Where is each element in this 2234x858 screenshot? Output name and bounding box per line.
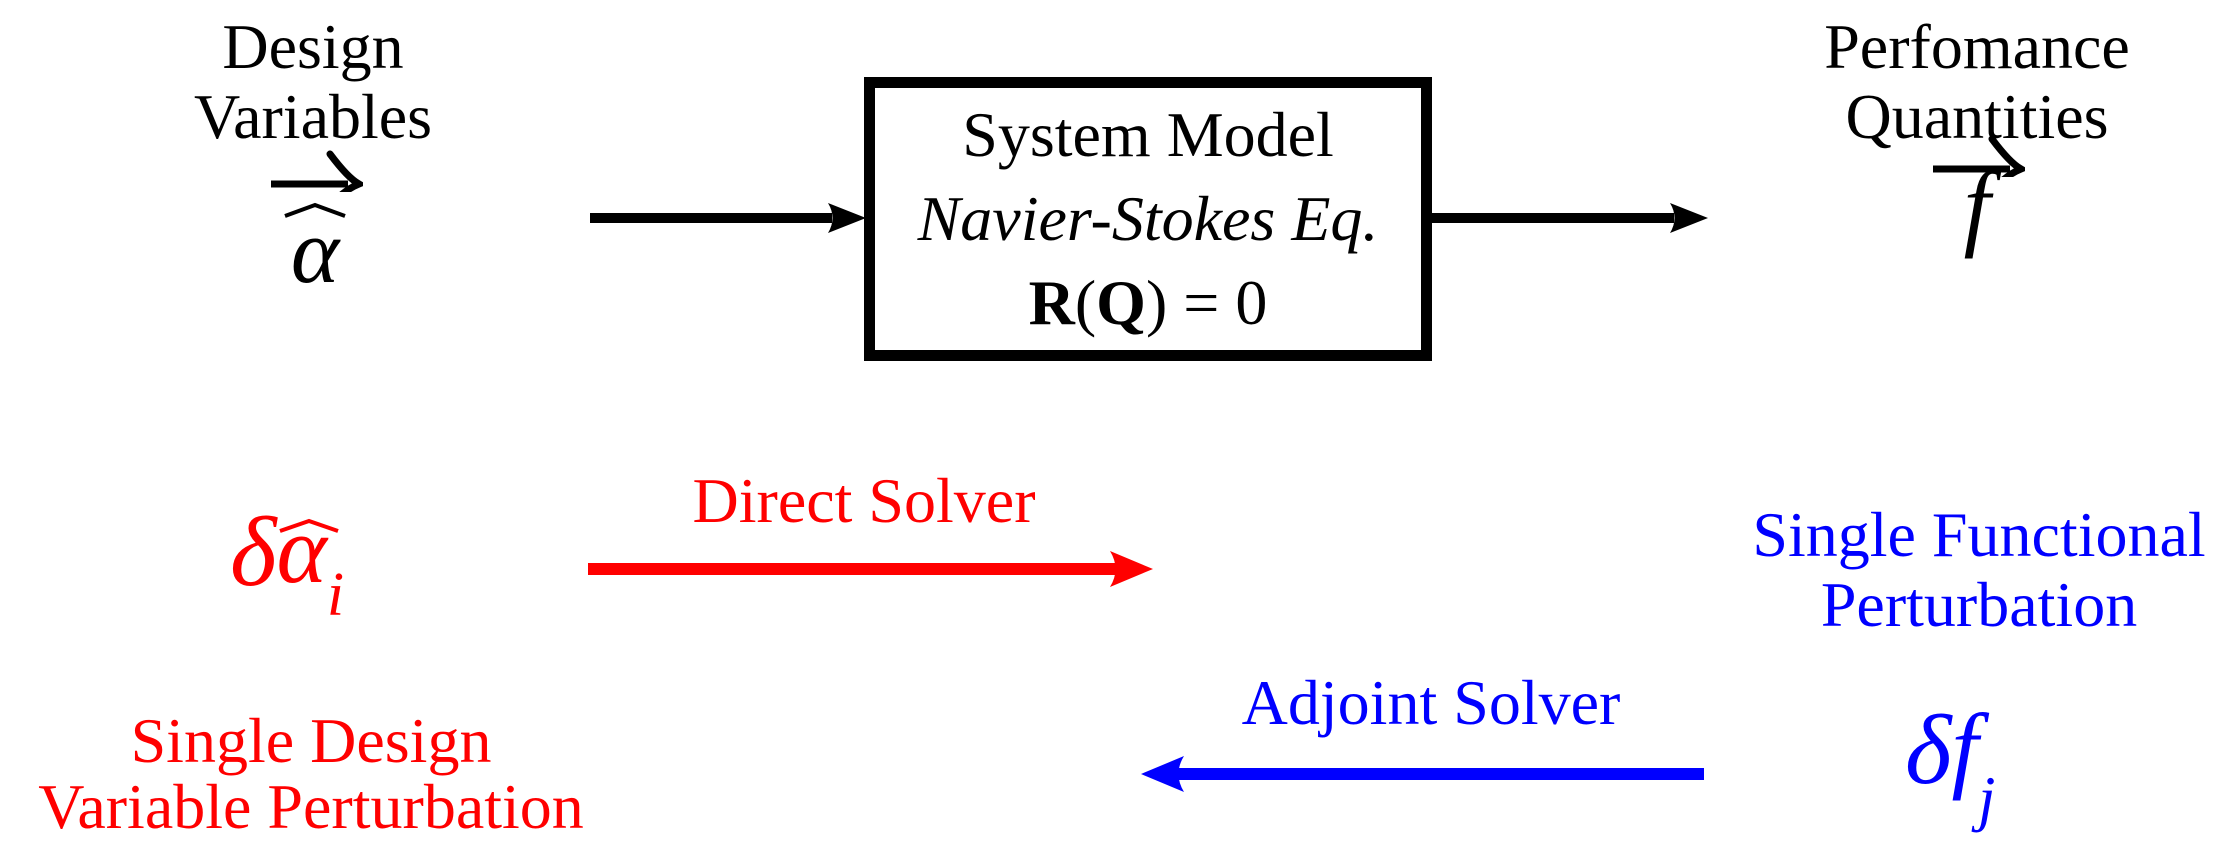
single-design-line1: Single Design <box>130 705 492 776</box>
performance-quantities-line2: Quantities <box>1845 81 2109 152</box>
f-vector-symbol: f <box>1912 133 2042 259</box>
hat-icon <box>279 518 340 533</box>
performance-quantities-label: Perfomance Quantities <box>1727 12 2227 152</box>
hat-icon <box>284 202 346 218</box>
system-model-box: System Model Navier-Stokes Eq. R(Q) = 0 <box>864 77 1432 361</box>
single-functional-caption: Single Functional Perturbation <box>1729 500 2229 640</box>
subscript-j: j <box>1978 765 1996 833</box>
equation-r: R <box>1028 267 1075 338</box>
alpha-letter: α <box>276 496 327 603</box>
performance-quantities-line1: Perfomance <box>1824 11 2130 82</box>
delta-glyph: δ <box>1905 694 1952 805</box>
adjoint-solver-label: Adjoint Solver <box>1241 667 1621 738</box>
system-model-title: System Model <box>962 99 1334 170</box>
design-variables-line1: Design <box>222 11 404 82</box>
design-variables-line2: Variables <box>193 81 433 152</box>
subscript-i: i <box>326 561 345 629</box>
single-design-line2: Variable Perturbation <box>38 771 584 842</box>
equation-tail: ) = 0 <box>1145 267 1268 338</box>
residual-equation: R(Q) = 0 <box>1029 261 1268 345</box>
equation-q: Q <box>1096 267 1146 338</box>
single-functional-line1: Single Functional <box>1752 499 2206 570</box>
f-letter: f <box>1963 152 1991 259</box>
adjoint-solver-arrow <box>1141 756 1704 792</box>
design-variables-label: Design Variables <box>63 12 563 152</box>
output-arrow <box>1432 203 1708 233</box>
alpha-hat-vector-symbol: α <box>250 148 380 302</box>
direct-solver-arrow <box>588 551 1153 587</box>
delta-f-symbol: δ f j <box>1905 694 1995 831</box>
alpha-hat-glyph: α <box>276 502 340 598</box>
single-functional-line2: Perturbation <box>1820 569 2138 640</box>
input-arrow <box>590 203 866 233</box>
direct-solver-label: Direct Solver <box>692 465 1036 536</box>
vector-arrow-icon <box>1932 135 2025 177</box>
alpha-letter: α <box>290 200 340 302</box>
navier-stokes-subtitle: Navier-Stokes Eq. <box>917 183 1379 254</box>
single-design-caption: Single Design Variable Perturbation <box>8 708 614 840</box>
f-glyph: f <box>1951 694 1979 801</box>
equation-open-paren: ( <box>1074 267 1097 338</box>
delta-glyph: δ <box>230 496 277 607</box>
vector-arrow-icon <box>270 150 363 192</box>
delta-alpha-symbol: δ α i <box>230 496 344 627</box>
